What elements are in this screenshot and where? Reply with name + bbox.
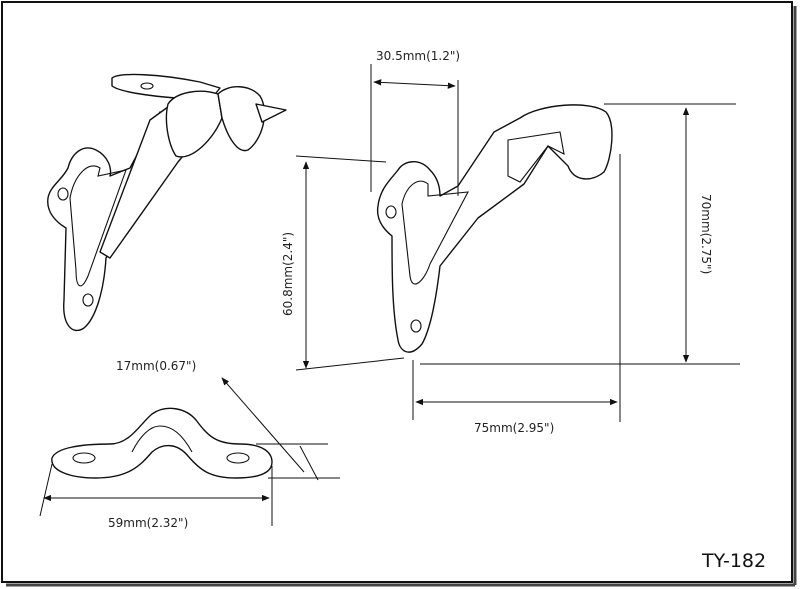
dimension-height-right xyxy=(420,103,740,365)
dimension-plate-length xyxy=(39,463,273,526)
drawing-border xyxy=(1,1,793,583)
dimension-plate-thickness-label: 17mm(0.67") xyxy=(116,359,196,373)
dimension-width-top xyxy=(370,64,459,196)
dimension-width-top-label: 30.5mm(1.2") xyxy=(376,49,460,63)
bracket-perspective-view xyxy=(47,73,287,332)
dimension-height-left-label: 60.8mm(2.4") xyxy=(281,232,295,316)
dimension-height-right-label: 70mm(2.75") xyxy=(699,194,713,274)
mounting-plate-view xyxy=(51,407,273,479)
model-number: TY-182 xyxy=(701,550,766,572)
dimension-depth-bottom xyxy=(412,154,621,422)
dimension-plate-length-label: 59mm(2.32") xyxy=(108,516,188,530)
dimension-plate-thickness xyxy=(221,377,340,481)
dimension-depth-bottom-label: 75mm(2.95") xyxy=(474,421,554,435)
bracket-side-view xyxy=(376,104,613,353)
dimension-height-left xyxy=(295,155,405,371)
